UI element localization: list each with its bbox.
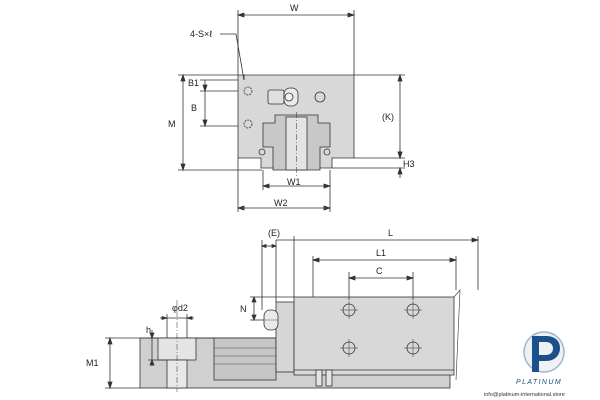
end-plate: [275, 301, 295, 373]
dim-w1-label: W1: [287, 177, 301, 187]
dim-d2-label: φd2: [172, 303, 188, 313]
seal-bolt: [323, 148, 331, 156]
dim-n-label: N: [240, 304, 247, 314]
carriage-side: [293, 296, 455, 376]
dim-k-label: (K): [382, 112, 394, 122]
grease-nipple: [267, 87, 299, 107]
dim-w2-label: W2: [274, 198, 288, 208]
dim-w-label: W: [290, 3, 299, 13]
front-view: [178, 10, 405, 212]
end-seal: [213, 337, 277, 381]
logo-wordmark: PLATINUM: [516, 379, 562, 386]
mounting-hole: [243, 119, 253, 129]
dim-e-label: (E): [268, 228, 280, 238]
dim-m-label: M: [168, 119, 176, 129]
dim-c-label: C: [376, 266, 383, 276]
dim-h-label: h: [146, 325, 151, 335]
mounting-hole: [243, 86, 253, 96]
dim-l1-label: L1: [376, 248, 386, 258]
dim-l-label: L: [388, 228, 393, 238]
logo-site-url: info@platinum-international.store: [484, 392, 565, 398]
dim-m1-label: M1: [86, 358, 99, 368]
seal-bolt: [258, 148, 266, 156]
mounting-hole: [314, 91, 326, 103]
dim-b-label: B: [191, 103, 197, 113]
side-view: [105, 236, 480, 392]
dim-b1-label: B1: [188, 78, 199, 88]
carriage-holes: [340, 301, 422, 357]
hole-callout-label: 4-S×ℓ: [190, 29, 213, 39]
dim-h3-label: H3: [403, 159, 415, 169]
platinum-logo: PLATINUM info@platinum-international.sto…: [484, 331, 565, 398]
